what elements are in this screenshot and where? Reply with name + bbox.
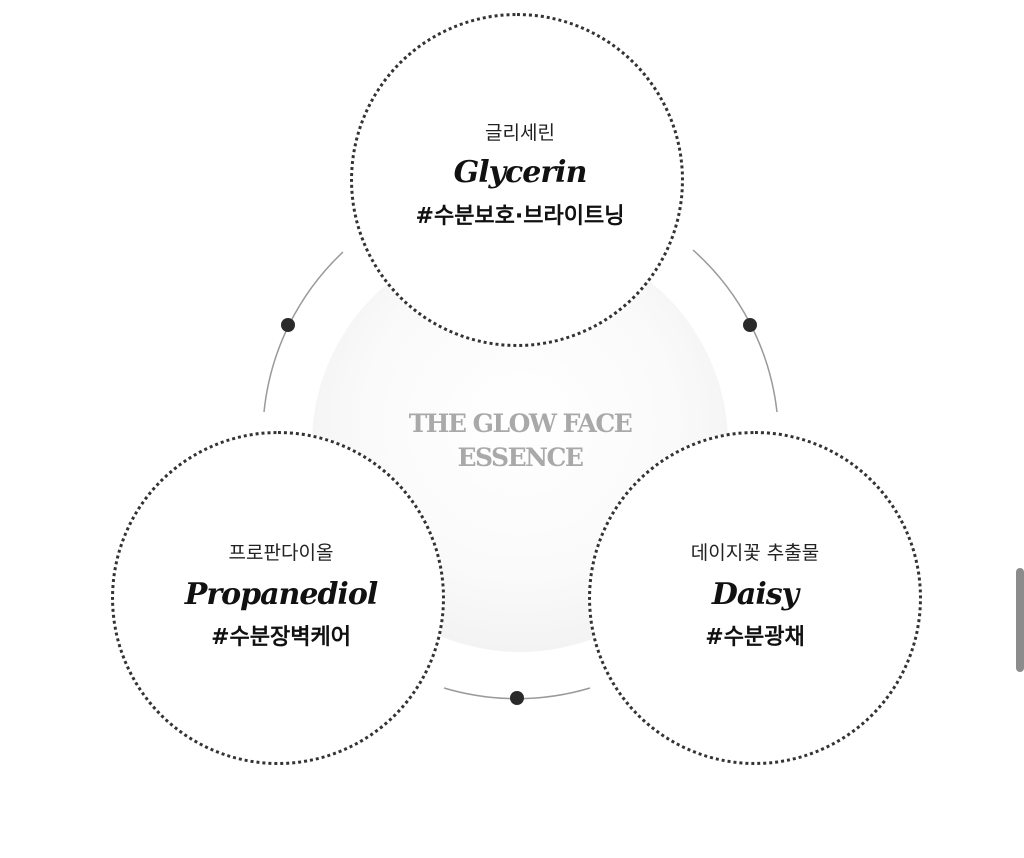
ingredient-english-name: Glycerin bbox=[453, 155, 588, 190]
ingredient-korean-name: 프로판다이올 bbox=[228, 542, 334, 564]
ingredient-korean-name: 데이지꽃 추출물 bbox=[690, 542, 820, 564]
ring-dot-left bbox=[281, 318, 295, 332]
ingredient-bubble-glycerin bbox=[350, 13, 684, 347]
ingredient-hashtag: #수분광채 bbox=[705, 625, 805, 650]
ingredient-hashtag: #수분보호·브라이트닝 bbox=[415, 204, 625, 229]
ingredient-bubble-propanediol bbox=[111, 431, 445, 765]
scrollbar-thumb[interactable] bbox=[1016, 568, 1024, 672]
center-title-line-2: ESSENCE bbox=[457, 443, 584, 472]
ingredient-hashtag: #수분장벽케어 bbox=[211, 625, 351, 650]
ring-dot-right bbox=[743, 318, 757, 332]
ring-dot-bottom bbox=[510, 691, 524, 705]
ingredient-english-name: Daisy bbox=[711, 577, 799, 612]
center-title-line-1: THE GLOW FACE bbox=[408, 409, 633, 438]
ingredient-korean-name: 글리세린 bbox=[485, 122, 555, 144]
ring-arc-right bbox=[692, 249, 778, 413]
ring-arc-left bbox=[263, 251, 344, 413]
ingredient-bubble-daisy bbox=[588, 431, 922, 765]
ingredient-english-name: Propanediol bbox=[184, 577, 378, 612]
